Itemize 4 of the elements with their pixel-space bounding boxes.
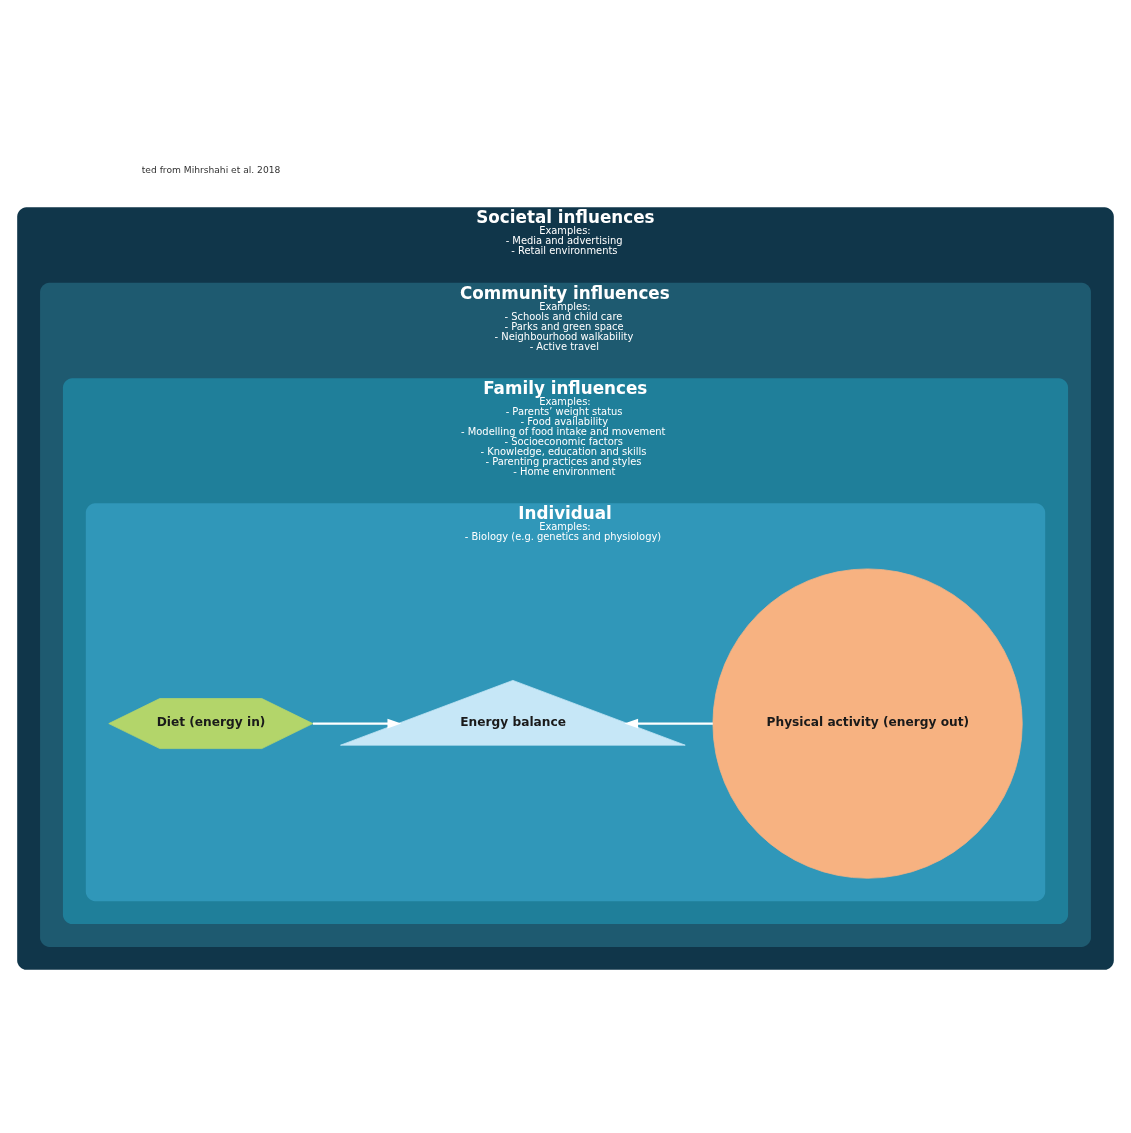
arrow	[624, 718, 713, 729]
node-circle: Physical activity (energy out)	[712, 568, 1023, 879]
arrow	[312, 718, 402, 729]
label: ted from Mihrshahi et al. 2018	[141, 165, 281, 176]
